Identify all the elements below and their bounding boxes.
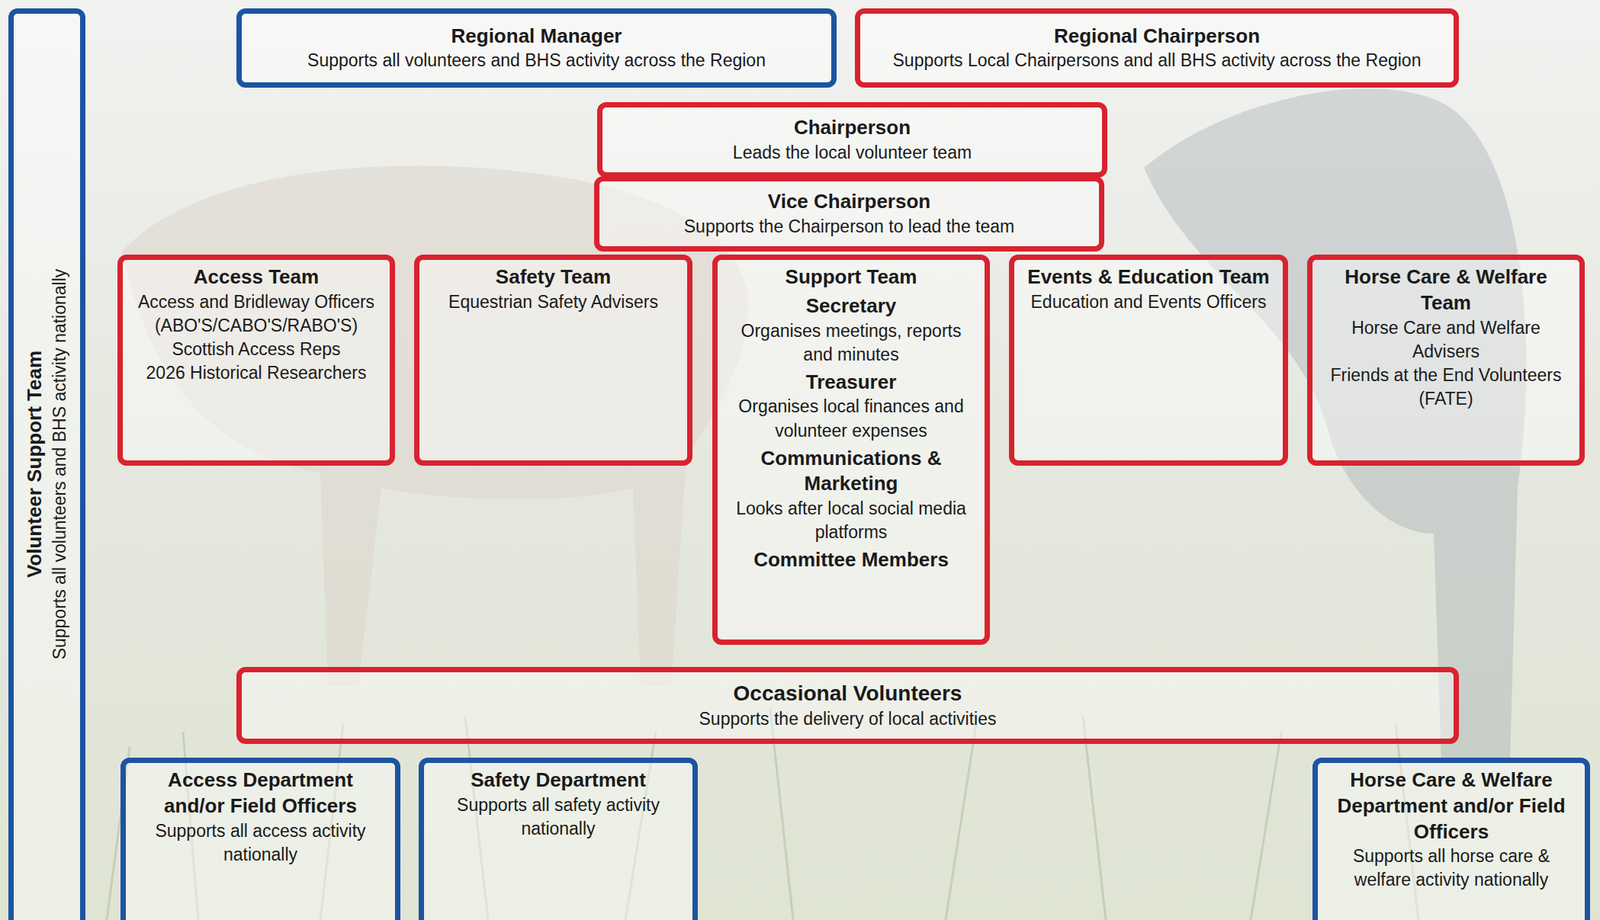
wide-band: Occasional VolunteersSupports the delive… xyxy=(236,667,1459,745)
box-content: Regional ChairpersonSupports Local Chair… xyxy=(860,13,1454,83)
box-heading: Horse Care & Welfare Team xyxy=(1321,264,1571,317)
box-content: ChairpersonLeads the local volunteer tea… xyxy=(602,107,1103,173)
box-heading: Support Team xyxy=(785,264,918,291)
role-box: Regional ManagerSupports all volunteers … xyxy=(236,8,837,88)
box-description: Organises meetings, reports and minutes xyxy=(726,319,976,367)
box-heading: Access Team xyxy=(193,264,319,291)
box-heading: Chairperson xyxy=(793,115,911,142)
department-box: Horse Care & Welfare Department and/or F… xyxy=(1312,758,1591,920)
department-box: Safety DepartmentSupports all safety act… xyxy=(418,758,698,920)
box-heading: Treasurer xyxy=(806,369,897,396)
team-box: Support TeamSecretaryOrganises meetings,… xyxy=(712,254,990,646)
box-description: Organises local finances and volunteer e… xyxy=(726,395,976,443)
box-heading: Safety Department xyxy=(470,767,646,794)
box-content: Regional ManagerSupports all volunteers … xyxy=(241,13,832,83)
box-heading: Access Department and/or Field Officers xyxy=(134,767,386,820)
box-heading: Safety Team xyxy=(495,264,611,291)
box-description: Equestrian Safety Advisers xyxy=(448,290,659,315)
box-description: Access and Bridleway Officers (ABO'S/CAB… xyxy=(131,290,381,338)
box-content: Support TeamSecretaryOrganises meetings,… xyxy=(717,260,985,640)
box-description: Scottish Access Reps xyxy=(171,337,341,362)
box-description: Leads the local volunteer team xyxy=(732,141,972,165)
box-description: Supports Local Chairpersons and all BHS … xyxy=(893,48,1422,73)
box-description: Horse Care and Welfare Advisers xyxy=(1321,316,1571,364)
box-heading: Committee Members xyxy=(753,547,949,574)
box-description: Supports all volunteers and BHS activity… xyxy=(307,48,766,73)
box-content: Access Department and/or Field OfficersS… xyxy=(125,763,396,920)
box-content: Safety DepartmentSupports all safety act… xyxy=(424,763,693,920)
box-description: 2026 Historical Researchers xyxy=(146,361,367,386)
box-description: Friends at the End Volunteers (FATE) xyxy=(1321,363,1571,412)
box-content: Horse Care & Welfare Department and/or F… xyxy=(1317,763,1585,920)
box-description: Education and Events Officers xyxy=(1031,290,1267,315)
box-content: Access TeamAccess and Bridleway Officers… xyxy=(122,260,390,461)
box-description: Looks after local social media platforms xyxy=(726,497,976,545)
role-box: ChairpersonLeads the local volunteer tea… xyxy=(597,102,1108,178)
box-heading: Vice Chairperson xyxy=(767,189,931,216)
team-box: Safety TeamEquestrian Safety Advisers xyxy=(414,254,693,466)
box-content: Vice ChairpersonSupports the Chairperson… xyxy=(599,181,1099,247)
team-box: Horse Care & Welfare TeamHorse Care and … xyxy=(1307,254,1585,466)
box-description: Supports all safety activity nationally xyxy=(433,793,684,842)
box-description: Supports all horse care & welfare activi… xyxy=(1326,844,1576,893)
box-content: Events & Education TeamEducation and Eve… xyxy=(1014,260,1283,461)
box-heading: Communications & Marketing xyxy=(726,446,976,498)
box-heading: Secretary xyxy=(806,293,897,320)
role-box: Vice ChairpersonSupports the Chairperson… xyxy=(594,176,1105,252)
role-box: Regional ChairpersonSupports Local Chair… xyxy=(854,8,1459,88)
box-content: Horse Care & Welfare TeamHorse Care and … xyxy=(1312,260,1580,461)
box-heading: Regional Chairperson xyxy=(1053,23,1260,50)
department-box: Access Department and/or Field OfficersS… xyxy=(120,758,401,920)
box-heading: Events & Education Team xyxy=(1027,264,1270,291)
box-description: Supports all access activity nationally xyxy=(134,819,386,868)
box-description: Supports all volunteers and BHS activity… xyxy=(48,269,72,661)
team-box: Events & Education TeamEducation and Eve… xyxy=(1008,254,1289,466)
box-heading: Volunteer Support Team xyxy=(22,350,49,579)
team-box: Access TeamAccess and Bridleway Officers… xyxy=(117,254,396,466)
box-content: Volunteer Support TeamSupports all volun… xyxy=(22,13,72,916)
side-band: Volunteer Support TeamSupports all volun… xyxy=(8,8,86,920)
box-heading: Regional Manager xyxy=(451,23,623,50)
box-content: Safety TeamEquestrian Safety Advisers xyxy=(419,260,688,461)
box-heading: Horse Care & Welfare Department and/or F… xyxy=(1326,767,1576,845)
box-description: Supports the delivery of local activitie… xyxy=(699,707,997,732)
box-heading: Occasional Volunteers xyxy=(733,680,963,708)
box-content: Occasional VolunteersSupports the delive… xyxy=(241,672,1454,739)
box-description: Supports the Chairperson to lead the tea… xyxy=(684,215,1015,239)
